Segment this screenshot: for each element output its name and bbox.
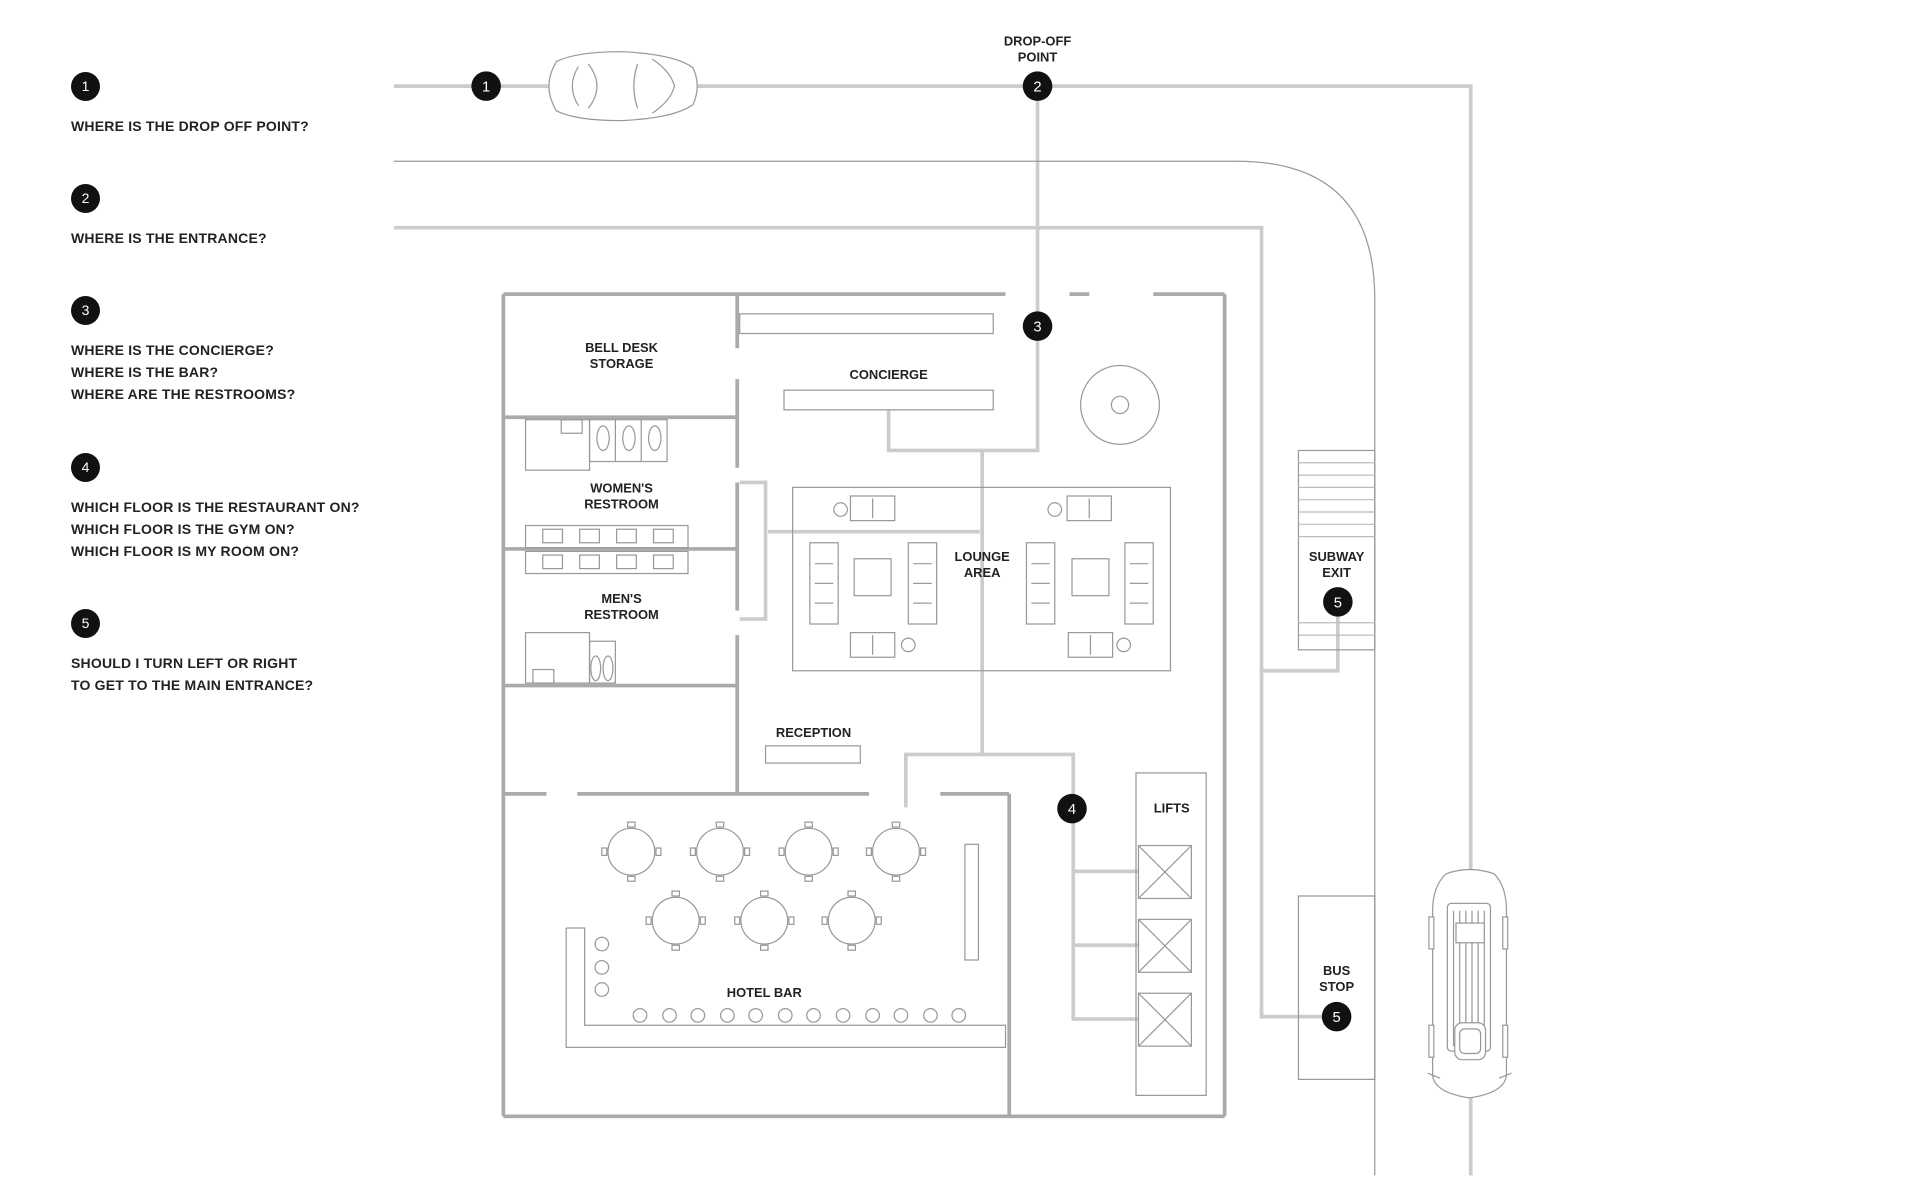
furniture (524, 313, 1376, 1096)
question-text: WHICH FLOOR IS THE GYM ON? (71, 521, 295, 537)
svg-text:5: 5 (1333, 1010, 1341, 1026)
hotel-bar-label: HOTEL BAR (727, 985, 803, 1000)
stair-treads (1298, 462, 1375, 636)
question-text: WHICH FLOOR IS MY ROOM ON? (71, 543, 300, 559)
svg-text:5: 5 (1334, 595, 1342, 611)
suv-icon (1427, 868, 1512, 1099)
wayfinding-markers: 1 2 3 4 5 5 (471, 71, 1353, 1032)
lift-shaft (1135, 772, 1207, 1096)
drop-off-label: DROP-OFF (1004, 34, 1072, 49)
bell-desk-label: STORAGE (590, 356, 654, 371)
lounge-set-left (809, 495, 938, 658)
lounge-label: LOUNGE (955, 549, 1011, 564)
drop-off-road (393, 84, 1473, 1176)
marker-bus: 5 (1321, 1001, 1352, 1032)
marker-lifts: 4 (1057, 793, 1087, 824)
lift-cars (1137, 844, 1192, 1047)
question-number-badge: 3 (71, 296, 100, 325)
building-walls (501, 292, 1227, 1119)
drop-off-label: POINT (1018, 50, 1058, 65)
reception-label: RECEPTION (776, 725, 851, 740)
mens-restroom-label: RESTROOM (584, 607, 659, 622)
question-4: 4 WHICH FLOOR IS THE RESTAURANT ON? WHIC… (71, 453, 360, 562)
question-text: WHERE IS THE ENTRANCE? (71, 230, 267, 246)
svg-text:4: 4 (1068, 802, 1076, 818)
question-text: WHERE IS THE CONCIERGE? (71, 342, 274, 358)
question-5: 5 SHOULD I TURN LEFT OR RIGHT TO GET TO … (71, 609, 313, 696)
marker-concierge: 3 (1022, 311, 1053, 341)
subway-stairs (1297, 449, 1376, 651)
lifts-label: LIFTS (1154, 800, 1190, 815)
bell-desk-label: BELL DESK (585, 340, 659, 355)
bar-counter (565, 927, 1007, 1048)
restroom-door-frame (739, 480, 768, 621)
question-number-badge: 1 (71, 72, 100, 101)
fountain-center (1110, 395, 1130, 415)
question-number-badge: 2 (71, 184, 100, 213)
womens-restroom-label: RESTROOM (584, 496, 659, 511)
subway-path (1261, 601, 1340, 673)
lounge-label: AREA (964, 565, 1001, 580)
bar-shelf (964, 843, 980, 961)
car-icon (548, 51, 698, 122)
reception-desk (764, 745, 861, 764)
street-paths (393, 84, 1473, 1176)
concierge-path (886, 326, 1040, 453)
concierge-desk (783, 389, 994, 411)
curb-line (393, 160, 1376, 1176)
svg-text:1: 1 (482, 80, 490, 96)
question-number-badge: 5 (71, 609, 100, 638)
sidewalk-path (393, 225, 1336, 1019)
subway-exit-label: EXIT (1322, 565, 1351, 580)
mens-restroom-label: MEN'S (601, 591, 642, 606)
question-text: TO GET TO THE MAIN ENTRANCE? (71, 677, 314, 693)
question-2: 2 WHERE IS THE ENTRANCE? (71, 184, 267, 249)
svg-text:3: 3 (1033, 320, 1041, 336)
bar-stools-side (594, 936, 610, 997)
bus-stop-label: BUS (1323, 963, 1351, 978)
bar-tables (601, 821, 927, 951)
subway-exit-label: SUBWAY (1309, 549, 1365, 564)
concierge-label: CONCIERGE (850, 367, 929, 382)
question-3: 3 WHERE IS THE CONCIERGE? WHERE IS THE B… (71, 296, 295, 405)
question-text: WHERE IS THE DROP OFF POINT? (71, 118, 309, 134)
top-counter (739, 313, 994, 335)
marker-drop-off: 2 (1022, 71, 1053, 101)
question-text: WHICH FLOOR IS THE RESTAURANT ON? (71, 499, 360, 515)
map-labels: DROP-OFF POINT BELL DESK STORAGE CONCIER… (584, 34, 1364, 1000)
lounge-rug (792, 486, 1172, 672)
question-1: 1 WHERE IS THE DROP OFF POINT? (71, 72, 309, 137)
question-text: WHERE IS THE BAR? (71, 364, 219, 380)
womens-restroom-label: WOMEN'S (590, 480, 653, 495)
marker-subway: 5 (1323, 587, 1353, 617)
lounge-set-right (1025, 495, 1154, 658)
marker-car-path: 1 (471, 71, 501, 101)
bus-stop-shelter (1297, 895, 1376, 1080)
question-text: WHERE ARE THE RESTROOMS? (71, 386, 296, 402)
svg-text:2: 2 (1033, 80, 1041, 96)
question-text: SHOULD I TURN LEFT OR RIGHT (71, 655, 298, 671)
question-number-badge: 4 (71, 453, 100, 482)
sinks (542, 528, 674, 570)
bus-stop-label: STOP (1319, 979, 1354, 994)
reception-path (904, 752, 1139, 1021)
bar-stools-front (632, 1008, 967, 1023)
fountain (1080, 364, 1160, 445)
